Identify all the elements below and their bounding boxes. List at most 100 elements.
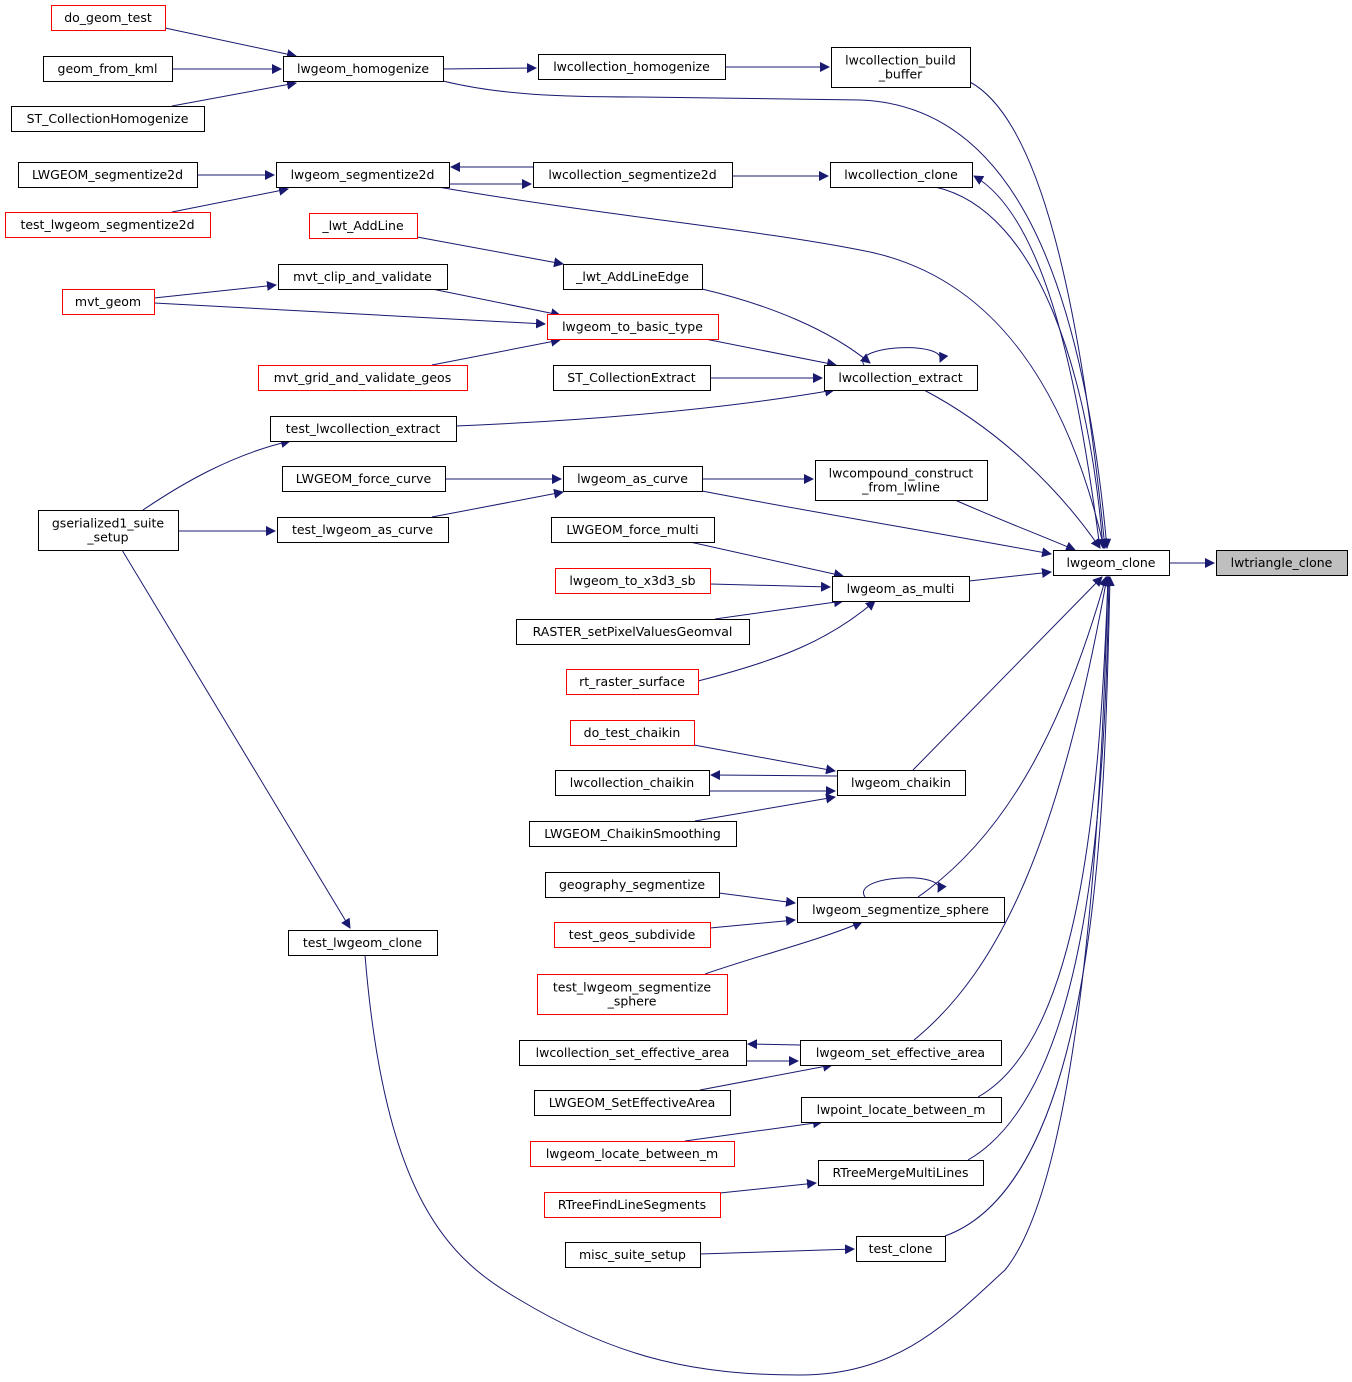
- node-lwcollection_segmentize2d[interactable]: lwcollection_segmentize2d: [533, 162, 733, 188]
- node-mvt_geom[interactable]: mvt_geom: [62, 289, 155, 315]
- node-lwgeom_segmentize_sphere[interactable]: lwgeom_segmentize_sphere: [797, 897, 1005, 923]
- node-box-lwgeom_homogenize[interactable]: [283, 56, 444, 82]
- node-box-lwcollection_build_buffer[interactable]: [831, 47, 971, 88]
- node-test_geos_subdivide[interactable]: test_geos_subdivide: [554, 922, 711, 948]
- node-_lwt_AddLineEdge[interactable]: _lwt_AddLineEdge: [563, 264, 703, 290]
- node-RTreeFindLineSegments[interactable]: RTreeFindLineSegments: [544, 1192, 721, 1218]
- node-lwgeom_chaikin[interactable]: lwgeom_chaikin: [837, 770, 966, 796]
- node-lwgeom_locate_between_m[interactable]: lwgeom_locate_between_m: [530, 1141, 735, 1167]
- node-test_lwgeom_as_curve[interactable]: test_lwgeom_as_curve: [277, 517, 449, 543]
- node-geom_from_kml[interactable]: geom_from_kml: [43, 56, 173, 82]
- node-box-mvt_grid_and_validate_geos[interactable]: [258, 365, 468, 391]
- node-box-ST_CollectionExtract[interactable]: [553, 365, 711, 391]
- node-box-lwgeom_as_curve[interactable]: [563, 466, 703, 492]
- node-box-lwcollection_segmentize2d[interactable]: [533, 162, 733, 188]
- node-do_geom_test[interactable]: do_geom_test: [51, 5, 166, 31]
- node-LWGEOM_segmentize2d[interactable]: LWGEOM_segmentize2d: [18, 162, 198, 188]
- node-ST_CollectionExtract[interactable]: ST_CollectionExtract: [553, 365, 711, 391]
- node-box-lwgeom_segmentize_sphere[interactable]: [797, 897, 1005, 923]
- node-LWGEOM_SetEffectiveArea[interactable]: LWGEOM_SetEffectiveArea: [534, 1090, 731, 1116]
- node-box-lwgeom_as_multi[interactable]: [832, 576, 970, 602]
- node-do_test_chaikin[interactable]: do_test_chaikin: [570, 720, 695, 746]
- node-test_lwgeom_clone[interactable]: test_lwgeom_clone: [288, 930, 438, 956]
- node-box-_lwt_AddLineEdge[interactable]: [563, 264, 703, 290]
- node-box-lwgeom_clone[interactable]: [1053, 550, 1170, 576]
- node-lwcollection_build_buffer[interactable]: lwcollection_build_buffer: [831, 47, 971, 88]
- node-box-lwcollection_homogenize[interactable]: [538, 54, 726, 80]
- node-box-test_geos_subdivide[interactable]: [554, 922, 711, 948]
- node-lwcollection_set_effective_area[interactable]: lwcollection_set_effective_area: [519, 1040, 747, 1066]
- node-box-lwcollection_set_effective_area[interactable]: [519, 1040, 747, 1066]
- node-mvt_clip_and_validate[interactable]: mvt_clip_and_validate: [278, 264, 448, 290]
- node-lwcollection_clone[interactable]: lwcollection_clone: [830, 162, 973, 188]
- node-box-lwpoint_locate_between_m[interactable]: [801, 1097, 1002, 1123]
- node-box-lwgeom_to_basic_type[interactable]: [547, 314, 719, 340]
- node-RTreeMergeMultiLines[interactable]: RTreeMergeMultiLines: [818, 1160, 984, 1186]
- node-geography_segmentize[interactable]: geography_segmentize: [545, 872, 720, 898]
- node-lwpoint_locate_between_m[interactable]: lwpoint_locate_between_m: [801, 1097, 1002, 1123]
- node-lwcollection_chaikin[interactable]: lwcollection_chaikin: [555, 770, 710, 796]
- node-lwgeom_segmentize2d[interactable]: lwgeom_segmentize2d: [276, 162, 450, 188]
- node-lwgeom_as_curve[interactable]: lwgeom_as_curve: [563, 466, 703, 492]
- node-box-test_clone[interactable]: [856, 1236, 946, 1262]
- node-lwcompound_construct_from_lwline[interactable]: lwcompound_construct_from_lwline: [815, 460, 988, 501]
- node-lwcollection_extract[interactable]: lwcollection_extract: [824, 365, 978, 391]
- node-LWGEOM_ChaikinSmoothing[interactable]: LWGEOM_ChaikinSmoothing: [529, 821, 737, 847]
- node-lwgeom_clone[interactable]: lwgeom_clone: [1053, 550, 1170, 576]
- node-box-lwcollection_chaikin[interactable]: [555, 770, 710, 796]
- node-lwgeom_as_multi[interactable]: lwgeom_as_multi: [832, 576, 970, 602]
- node-rt_raster_surface[interactable]: rt_raster_surface: [566, 669, 699, 695]
- node-test_lwgeom_segmentize2d[interactable]: test_lwgeom_segmentize2d: [5, 212, 211, 238]
- node-box-lwtriangle_clone[interactable]: [1216, 550, 1348, 576]
- node-mvt_grid_and_validate_geos[interactable]: mvt_grid_and_validate_geos: [258, 365, 468, 391]
- node-box-test_lwgeom_segmentize_sphere[interactable]: [537, 974, 728, 1015]
- node-box-LWGEOM_SetEffectiveArea[interactable]: [534, 1090, 731, 1116]
- node-RASTER_setPixelValuesGeomval[interactable]: RASTER_setPixelValuesGeomval: [516, 619, 750, 645]
- node-lwgeom_homogenize[interactable]: lwgeom_homogenize: [283, 56, 444, 82]
- node-box-_lwt_AddLine[interactable]: [309, 213, 418, 239]
- node-lwgeom_to_x3d3_sb[interactable]: lwgeom_to_x3d3_sb: [555, 568, 711, 594]
- node-box-mvt_geom[interactable]: [62, 289, 155, 315]
- node-test_lwcollection_extract[interactable]: test_lwcollection_extract: [270, 416, 457, 442]
- node-lwcollection_homogenize[interactable]: lwcollection_homogenize: [538, 54, 726, 80]
- node-box-geography_segmentize[interactable]: [545, 872, 720, 898]
- node-box-RTreeMergeMultiLines[interactable]: [818, 1160, 984, 1186]
- node-test_clone[interactable]: test_clone: [856, 1236, 946, 1262]
- node-box-lwgeom_segmentize2d[interactable]: [276, 162, 450, 188]
- node-ST_CollectionHomogenize[interactable]: ST_CollectionHomogenize: [11, 106, 205, 132]
- node-box-rt_raster_surface[interactable]: [566, 669, 699, 695]
- node-box-mvt_clip_and_validate[interactable]: [278, 264, 448, 290]
- node-box-lwcompound_construct_from_lwline[interactable]: [815, 460, 988, 501]
- node-lwgeom_set_effective_area[interactable]: lwgeom_set_effective_area: [800, 1040, 1002, 1066]
- node-box-test_lwcollection_extract[interactable]: [270, 416, 457, 442]
- node-box-geom_from_kml[interactable]: [43, 56, 173, 82]
- node-box-do_geom_test[interactable]: [51, 5, 166, 31]
- node-LWGEOM_force_curve[interactable]: LWGEOM_force_curve: [282, 466, 446, 492]
- node-lwtriangle_clone[interactable]: lwtriangle_clone: [1216, 550, 1348, 576]
- node-gserialized1_suite_setup[interactable]: gserialized1_suite_setup: [38, 510, 179, 551]
- node-box-RTreeFindLineSegments[interactable]: [544, 1192, 721, 1218]
- node-LWGEOM_force_multi[interactable]: LWGEOM_force_multi: [551, 517, 715, 543]
- node-box-do_test_chaikin[interactable]: [570, 720, 695, 746]
- node-box-RASTER_setPixelValuesGeomval[interactable]: [516, 619, 750, 645]
- node-box-test_lwgeom_clone[interactable]: [288, 930, 438, 956]
- node-box-test_lwgeom_segmentize2d[interactable]: [5, 212, 211, 238]
- node-box-misc_suite_setup[interactable]: [565, 1242, 701, 1268]
- node-box-lwcollection_clone[interactable]: [830, 162, 973, 188]
- node-box-LWGEOM_ChaikinSmoothing[interactable]: [529, 821, 737, 847]
- node-box-lwcollection_extract[interactable]: [824, 365, 978, 391]
- node-box-LWGEOM_segmentize2d[interactable]: [18, 162, 198, 188]
- node-box-ST_CollectionHomogenize[interactable]: [11, 106, 205, 132]
- node-_lwt_AddLine[interactable]: _lwt_AddLine: [309, 213, 418, 239]
- node-box-lwgeom_locate_between_m[interactable]: [530, 1141, 735, 1167]
- node-test_lwgeom_segmentize_sphere[interactable]: test_lwgeom_segmentize_sphere: [537, 974, 728, 1015]
- node-box-gserialized1_suite_setup[interactable]: [38, 510, 179, 551]
- node-box-test_lwgeom_as_curve[interactable]: [277, 517, 449, 543]
- node-box-LWGEOM_force_curve[interactable]: [282, 466, 446, 492]
- node-box-LWGEOM_force_multi[interactable]: [551, 517, 715, 543]
- node-misc_suite_setup[interactable]: misc_suite_setup: [565, 1242, 701, 1268]
- node-box-lwgeom_set_effective_area[interactable]: [800, 1040, 1002, 1066]
- node-box-lwgeom_chaikin[interactable]: [837, 770, 966, 796]
- node-lwgeom_to_basic_type[interactable]: lwgeom_to_basic_type: [547, 314, 719, 340]
- node-box-lwgeom_to_x3d3_sb[interactable]: [555, 568, 711, 594]
